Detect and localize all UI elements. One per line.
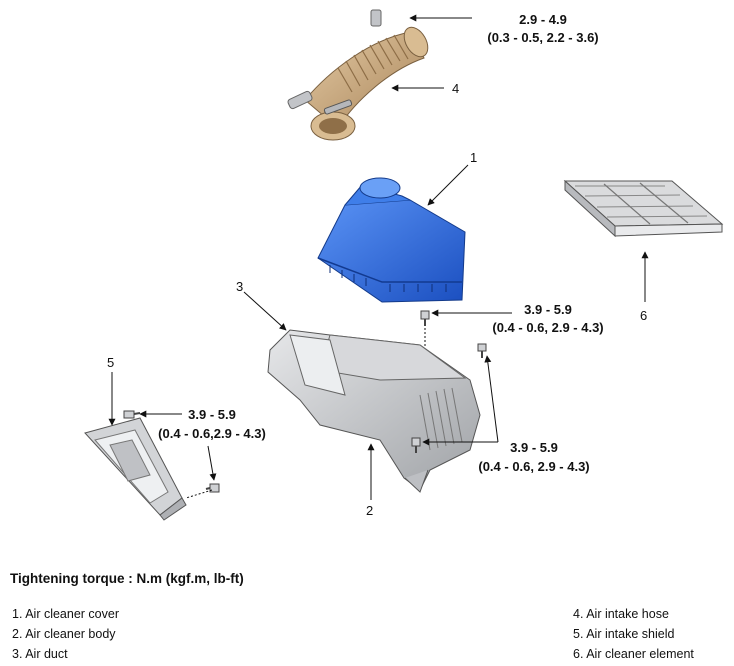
callout-1: 1	[470, 150, 477, 165]
bolt-cover	[420, 310, 430, 326]
callout-4: 4	[452, 81, 459, 96]
legend-item: 1. Air cleaner cover	[12, 607, 119, 621]
legend-title: Tightening torque : N.m (kgf.m, lb-ft)	[10, 571, 244, 586]
torque-shield-nm: 3.9 - 5.9	[188, 407, 236, 422]
leader-lines	[108, 14, 649, 500]
air-intake-hose	[287, 9, 429, 141]
callout-5: 5	[107, 355, 114, 370]
bolt-body-upper	[477, 343, 487, 358]
air-cleaner-body	[267, 329, 481, 493]
legend-item: 3. Air duct	[12, 647, 68, 661]
torque-hose-nm: 2.9 - 4.9	[519, 12, 567, 27]
torque-shield-kgf: (0.4 - 0.6,2.9 - 4.3)	[158, 426, 266, 441]
air-cleaner-cover	[317, 177, 466, 303]
callout-2: 2	[366, 503, 373, 518]
callout-6: 6	[640, 308, 647, 323]
torque-cover-kgf: (0.4 - 0.6, 2.9 - 4.3)	[492, 320, 603, 335]
legend-left-column: 1. Air cleaner cover 2. Air cleaner body…	[12, 604, 119, 664]
torque-body-kgf: (0.4 - 0.6, 2.9 - 4.3)	[478, 459, 589, 474]
legend-item: 6. Air cleaner element	[573, 647, 694, 661]
torque-cover-nm: 3.9 - 5.9	[524, 302, 572, 317]
legend-right-column: 4. Air intake hose 5. Air intake shield …	[573, 604, 694, 664]
legend-item: 5. Air intake shield	[573, 627, 675, 641]
air-intake-shield	[84, 417, 187, 521]
legend-item: 2. Air cleaner body	[12, 627, 116, 641]
torque-hose-kgf: (0.3 - 0.5, 2.2 - 3.6)	[487, 30, 598, 45]
legend-item: 4. Air intake hose	[573, 607, 669, 621]
bolt-body-lower	[411, 437, 421, 453]
bolt-shield-lower	[205, 483, 220, 493]
air-cleaner-element	[563, 179, 724, 238]
exploded-diagram: 1 2 3 4 5 6 2.9 - 4.9 (0.3 - 0.5, 2.2 - …	[84, 9, 724, 521]
callout-3: 3	[236, 279, 243, 294]
bolt-shield-upper	[123, 410, 141, 419]
torque-body-nm: 3.9 - 5.9	[510, 440, 558, 455]
